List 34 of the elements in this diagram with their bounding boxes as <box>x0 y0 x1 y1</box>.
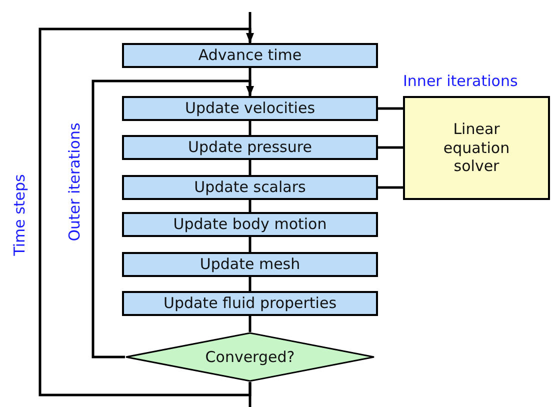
node-text: Update mesh <box>200 255 300 274</box>
edge-label: Outer iterations <box>68 122 82 242</box>
process-box <box>122 291 378 316</box>
node-text: Converged? <box>205 348 295 366</box>
node-text: Advance time <box>198 46 302 65</box>
process-box <box>122 252 378 277</box>
node-text: Update body motion <box>173 215 327 234</box>
connector-line <box>248 200 252 212</box>
connector-line <box>248 160 252 175</box>
edge-label: Time steps <box>12 174 28 256</box>
connector-line <box>248 12 252 43</box>
arrow <box>92 80 254 358</box>
connector-line <box>248 277 252 291</box>
process-box <box>122 212 378 237</box>
process-box <box>122 135 378 160</box>
node-text: Linear equation solver <box>442 120 511 176</box>
connector-line <box>248 237 252 252</box>
decision-diamond <box>125 332 375 382</box>
process-box <box>122 96 378 121</box>
solver-box <box>403 96 550 200</box>
arrow <box>38 28 254 396</box>
connector-line <box>378 146 403 149</box>
group-label: Inner iterations <box>403 74 518 89</box>
node-text: Update velocities <box>184 99 316 118</box>
process-box <box>122 43 378 68</box>
connector-line <box>248 316 252 332</box>
connector-line <box>248 121 252 135</box>
node-text: Update fluid properties <box>163 294 337 313</box>
node-text: Update pressure <box>188 138 312 157</box>
connector-line <box>378 107 403 110</box>
node-text: Update scalars <box>194 178 306 197</box>
connector-line <box>378 186 403 189</box>
process-box <box>122 175 378 200</box>
connector-line <box>248 68 252 96</box>
